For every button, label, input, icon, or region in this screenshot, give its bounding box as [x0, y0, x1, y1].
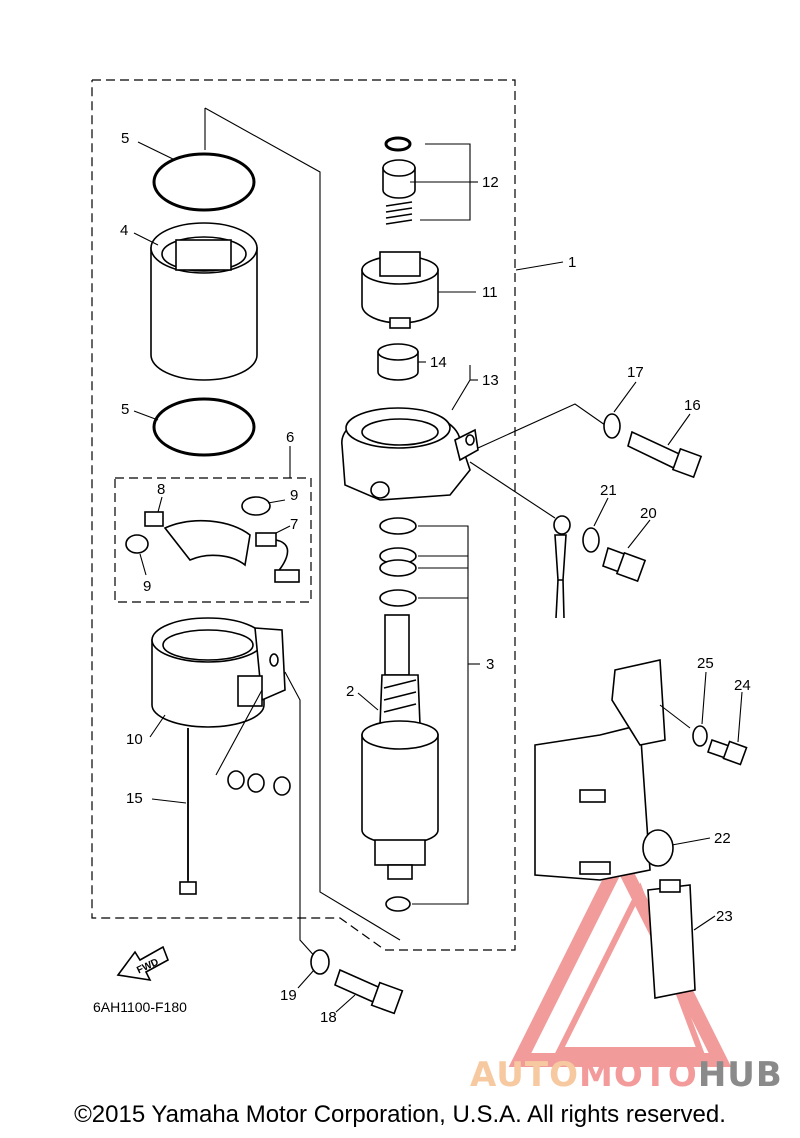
- lead-wire: [469, 461, 571, 619]
- o-ring-lower: [152, 397, 256, 457]
- watermark-part3: HUB: [697, 1055, 783, 1095]
- callout-7: 7: [290, 516, 298, 533]
- o-ring-upper: [152, 152, 256, 212]
- copyright-notice: ©2015 Yamaha Motor Corporation, U.S.A. A…: [74, 1101, 726, 1128]
- callout-14: 14: [430, 354, 447, 371]
- brush-holder: [125, 496, 300, 583]
- bracket-cover: [647, 879, 696, 999]
- bolt-20: [582, 527, 647, 583]
- pinion-gear: [361, 251, 439, 329]
- bolt-18: [284, 671, 404, 1015]
- callout-5b: 5: [121, 401, 129, 418]
- callout-2: 2: [346, 683, 354, 700]
- starter-bracket: [534, 659, 711, 881]
- through-bolt: [179, 728, 197, 895]
- callout-18: 18: [320, 1009, 337, 1026]
- callout-12: 12: [482, 174, 499, 191]
- callout-9b: 9: [143, 578, 151, 595]
- callout-9a: 9: [290, 487, 298, 504]
- callout-5a: 5: [121, 130, 129, 147]
- bushing: [377, 343, 419, 381]
- armature: [361, 614, 439, 880]
- callout-leaders: [133, 141, 743, 1013]
- callout-11: 11: [482, 284, 498, 301]
- callout-4: 4: [120, 222, 128, 239]
- callout-20: 20: [640, 505, 657, 522]
- callout-1: 1: [568, 254, 576, 271]
- callout-6: 6: [286, 429, 294, 446]
- callout-15: 15: [126, 790, 143, 807]
- callout-24: 24: [734, 677, 751, 694]
- front-bracket: [341, 407, 479, 501]
- yoke: [150, 222, 258, 381]
- callout-13: 13: [482, 372, 499, 389]
- terminal-nuts: [215, 689, 291, 796]
- callout-16: 16: [684, 397, 701, 414]
- diagram-code: 6AH1100-F180: [93, 999, 187, 1015]
- callout-25: 25: [697, 655, 714, 672]
- callout-3: 3: [486, 656, 494, 673]
- clip-spring-set: [382, 136, 416, 225]
- callout-22: 22: [714, 830, 731, 847]
- callout-21: 21: [600, 482, 617, 499]
- callout-8: 8: [157, 481, 165, 498]
- watermark-part2: MOTO: [578, 1055, 698, 1095]
- washer-stack: [379, 517, 469, 912]
- callout-23: 23: [716, 908, 733, 925]
- bolt-24: [659, 704, 748, 766]
- rear-housing: [151, 617, 286, 728]
- watermark-text: AUTOMOTOHUB: [470, 1055, 783, 1095]
- bolt-16: [477, 403, 703, 479]
- assembly-boundary: [91, 79, 516, 951]
- fwd-arrow-icon: FWD: [116, 945, 169, 982]
- watermark-part1: AUTO: [470, 1055, 579, 1095]
- callout-19: 19: [280, 987, 297, 1004]
- callout-numbers: 1 2 3 4 5 5 6 7 8 9 9 10 11 12 13 14 15 …: [120, 130, 751, 1026]
- callout-10: 10: [126, 731, 143, 748]
- callout-17: 17: [627, 364, 644, 381]
